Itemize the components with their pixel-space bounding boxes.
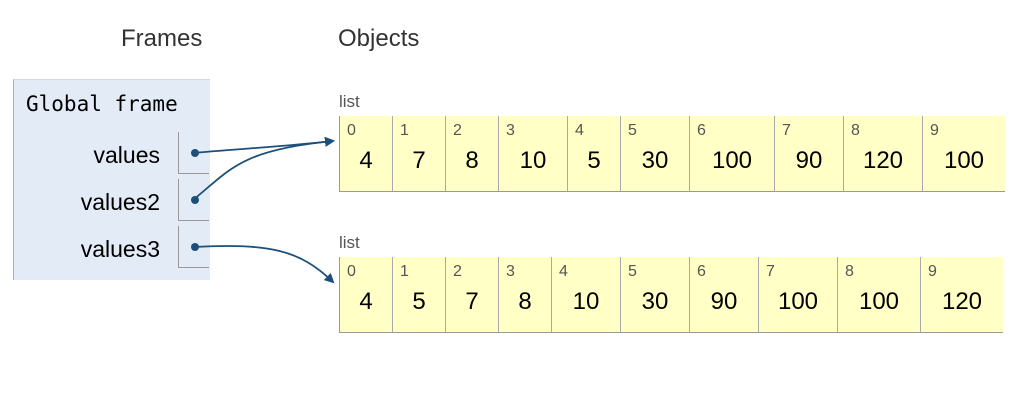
list-value: 5	[587, 147, 601, 174]
list-index: 3	[506, 122, 515, 139]
list-index: 6	[697, 122, 706, 139]
list-value: 8	[465, 147, 479, 174]
list-index: 5	[628, 263, 637, 280]
list-value: 100	[777, 288, 819, 315]
list-value: 90	[710, 288, 738, 315]
list-value: 100	[943, 147, 985, 174]
list-index: 8	[851, 122, 860, 139]
list-index: 2	[453, 122, 462, 139]
list-value: 4	[359, 147, 373, 174]
list-value: 100	[711, 147, 753, 174]
list-index: 4	[575, 122, 584, 139]
list-value: 8	[518, 288, 532, 315]
list-value: 120	[862, 147, 904, 174]
variable-name-values2: values2	[80, 189, 160, 215]
list-value: 7	[412, 147, 426, 174]
list-index: 2	[453, 263, 462, 280]
list-1-type-label: list	[339, 92, 360, 111]
list-value: 7	[465, 288, 479, 315]
list-1-cell-6: 6 100	[690, 116, 775, 191]
list-index: 7	[766, 263, 775, 280]
pointer-dot-values2	[191, 196, 199, 204]
list-index: 9	[930, 122, 939, 139]
frames-header: Frames	[121, 25, 203, 52]
list-value: 10	[572, 288, 600, 315]
global-frame-title: Global frame	[26, 92, 178, 116]
list-index: 0	[347, 263, 356, 280]
objects-header: Objects	[338, 25, 420, 52]
list-value: 30	[641, 288, 669, 315]
list-index: 5	[628, 122, 637, 139]
variable-slot-values2	[178, 179, 209, 221]
global-frame: Global frame values values2 values3	[13, 79, 210, 280]
list-value: 120	[941, 288, 983, 315]
variable-name-values: values	[93, 142, 160, 168]
list-index: 1	[400, 263, 409, 280]
list-2-type-label: list	[339, 233, 360, 252]
variable-name-values3: values3	[80, 236, 160, 262]
list-value: 90	[795, 147, 823, 174]
list-value: 100	[858, 288, 900, 315]
list-value: 10	[519, 147, 547, 174]
list-index: 1	[400, 122, 409, 139]
list-value: 30	[641, 147, 669, 174]
list-index: 8	[845, 263, 854, 280]
list-index: 7	[782, 122, 791, 139]
list-index: 9	[928, 263, 937, 280]
list-index: 4	[559, 263, 568, 280]
pointer-arrow-values3	[192, 245, 335, 284]
list-value: 5	[412, 288, 426, 315]
list-index: 0	[347, 122, 356, 139]
list-index: 3	[506, 263, 515, 280]
pointer-arrow-values2	[192, 136, 335, 201]
list-value: 4	[359, 288, 373, 315]
list-index: 6	[697, 263, 706, 280]
